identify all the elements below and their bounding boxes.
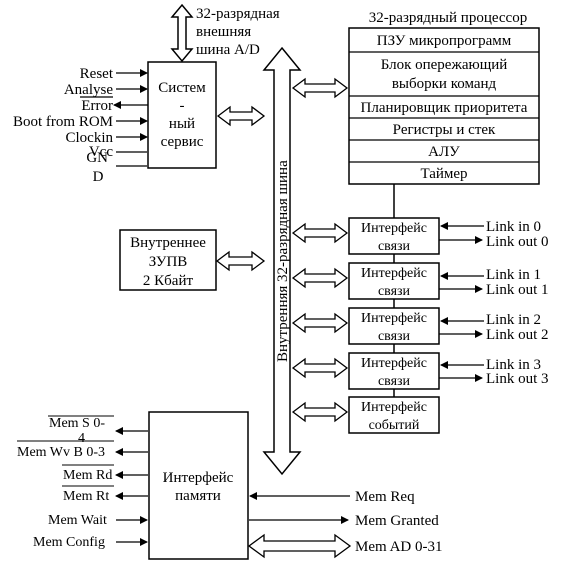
processor-row-scheduler: Планировщик приоритета bbox=[361, 100, 528, 116]
link3-in: Link in 3 bbox=[486, 357, 541, 373]
link-interface-2 bbox=[348, 307, 440, 345]
sram-line-2: ЗУПВ bbox=[149, 254, 188, 270]
event-title-2: событий bbox=[369, 418, 420, 433]
processor-block bbox=[348, 27, 540, 185]
link1-bus-arrow bbox=[291, 267, 349, 289]
link0-in: Link in 0 bbox=[486, 219, 541, 235]
link1-out: Link out 1 bbox=[486, 282, 549, 298]
mem-req-label: Mem Req bbox=[355, 489, 415, 505]
memory-interface-line-2: памяти bbox=[175, 488, 221, 504]
signal-analyse: Analyse bbox=[64, 82, 113, 98]
processor-row-registers: Регистры и стек bbox=[393, 122, 496, 138]
external-bus-arrow bbox=[170, 3, 194, 63]
link0-title-2: связи bbox=[378, 239, 411, 254]
system-service-line-1: Систем bbox=[158, 80, 206, 96]
link-interface-3 bbox=[348, 352, 440, 390]
memory-interface-block bbox=[148, 411, 249, 560]
link-interface-1 bbox=[348, 262, 440, 300]
system-service-line-2: - bbox=[180, 98, 185, 114]
link2-title-2: связи bbox=[378, 329, 411, 344]
link-interface-0 bbox=[348, 217, 440, 255]
signal-boot-from-rom: Boot from ROM bbox=[13, 114, 113, 130]
link1-in: Link in 1 bbox=[486, 267, 541, 283]
external-bus-label-2: внешняя bbox=[196, 24, 251, 40]
signal-vcc: Vcc bbox=[89, 144, 113, 160]
processor-title: 32-разрядный процессор bbox=[369, 10, 527, 26]
event-bus-arrow bbox=[291, 401, 349, 423]
processor-row-timer: Таймер bbox=[420, 166, 467, 182]
mem-ad-label: Mem AD 0-31 bbox=[355, 539, 443, 555]
link2-in: Link in 2 bbox=[486, 312, 541, 328]
processor-row-alu: АЛУ bbox=[428, 144, 460, 160]
sram-line-1: Внутреннее bbox=[130, 235, 206, 251]
processor-row-prefetch-1: Блок опережающий bbox=[381, 57, 508, 73]
mem-s-label-1: Mem S 0- bbox=[49, 416, 105, 431]
event-interface bbox=[348, 396, 440, 434]
mem-ad-arrow bbox=[247, 533, 352, 559]
link0-out: Link out 0 bbox=[486, 234, 549, 250]
external-bus-label-1: 32-разрядная bbox=[196, 6, 280, 22]
external-bus-label-3: шина A/D bbox=[196, 42, 260, 58]
link3-title-2: связи bbox=[378, 374, 411, 389]
memory-interface-line-1: Интерфейс bbox=[163, 470, 234, 486]
processor-bus-arrow bbox=[291, 77, 349, 99]
link3-bus-arrow bbox=[291, 357, 349, 379]
system-service-block bbox=[147, 61, 217, 169]
internal-bus-arrow bbox=[262, 46, 302, 476]
mem-config-label: Mem Config bbox=[33, 535, 105, 550]
link2-bus-arrow bbox=[291, 312, 349, 334]
link0-bus-arrow bbox=[291, 222, 349, 244]
system-service-bus-arrow bbox=[216, 105, 266, 127]
link2-out: Link out 2 bbox=[486, 327, 549, 343]
link1-title-2: связи bbox=[378, 284, 411, 299]
internal-bus-label: Внутренняя 32-разрядная шина bbox=[275, 160, 291, 362]
mem-granted-label: Mem Granted bbox=[355, 513, 439, 529]
signal-error: Error bbox=[81, 98, 113, 114]
mem-s-label-2: 4 bbox=[78, 431, 85, 446]
signal-gnd-part1: GN bbox=[86, 150, 108, 166]
link1-title-1: Интерфейс bbox=[361, 266, 427, 281]
sram-block bbox=[119, 229, 217, 291]
mem-rt-label: Mem Rt bbox=[63, 489, 109, 504]
system-service-line-3: ный bbox=[169, 116, 195, 132]
sram-bus-arrow bbox=[215, 250, 266, 272]
mem-rd-label: Mem Rd bbox=[63, 468, 112, 483]
signal-reset: Reset bbox=[80, 66, 114, 82]
link3-title-1: Интерфейс bbox=[361, 356, 427, 371]
mem-wait-label: Mem Wait bbox=[48, 513, 107, 528]
signal-gnd-part2: D bbox=[93, 169, 104, 185]
link2-title-1: Интерфейс bbox=[361, 311, 427, 326]
link0-title-1: Интерфейс bbox=[361, 221, 427, 236]
processor-row-microcode-rom: ПЗУ микропрограмм bbox=[377, 33, 512, 49]
event-title-1: Интерфейс bbox=[361, 400, 427, 415]
mem-wvb-label: Mem Wv B 0-3 bbox=[17, 445, 105, 460]
sram-line-3: 2 Кбайт bbox=[143, 273, 194, 289]
link3-out: Link out 3 bbox=[486, 371, 549, 387]
signal-clockin: Clockin bbox=[66, 130, 114, 146]
system-service-line-4: сервис bbox=[161, 134, 204, 150]
processor-row-prefetch-2: выборки команд bbox=[392, 76, 497, 92]
